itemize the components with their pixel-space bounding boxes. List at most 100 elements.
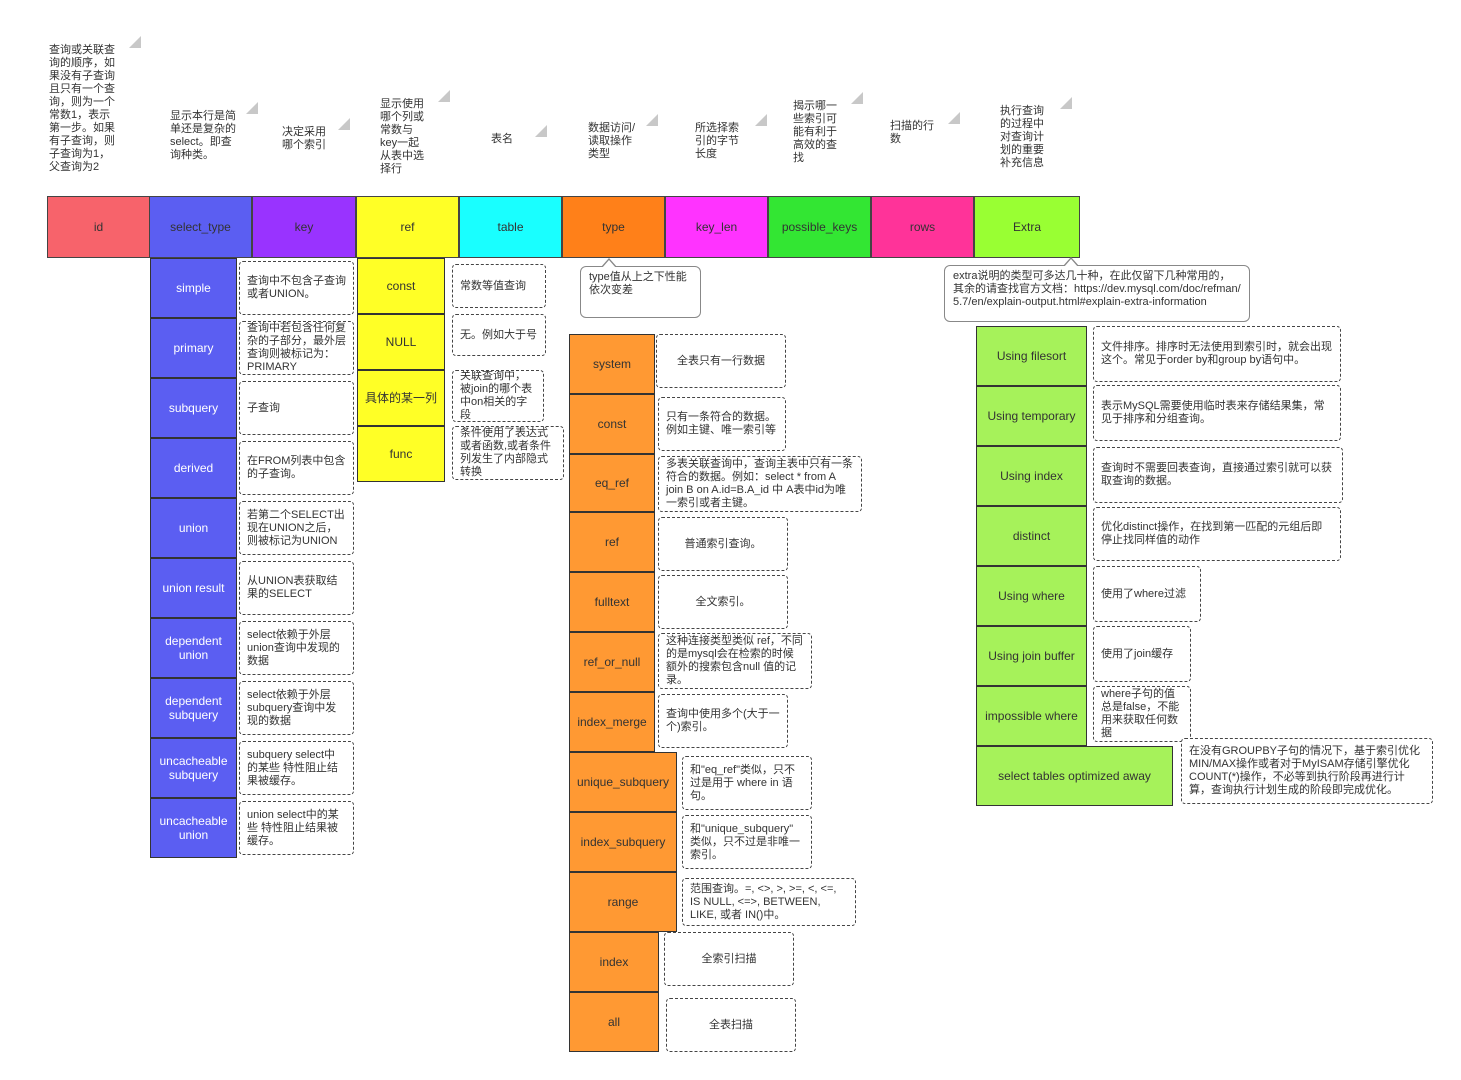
select-type-cell: union xyxy=(150,498,237,558)
type-cell: index xyxy=(569,932,659,992)
select-type-cell: dependent subquery xyxy=(150,678,237,738)
select-type-cell: union result xyxy=(150,558,237,618)
select-type-desc: 子查询 xyxy=(239,381,354,435)
header-extra-label: Extra xyxy=(1012,220,1041,234)
header-type-label: type xyxy=(602,220,625,234)
extra-desc: 优化distinct操作，在找到第一匹配的元组后即停止找同样值的动作 xyxy=(1093,507,1341,561)
note-rows: 扫描的行数 xyxy=(890,112,960,146)
header-possible-keys-label: possible_keys xyxy=(781,220,858,234)
header-extra: Extra xyxy=(974,196,1080,258)
extra-cell: Using index xyxy=(976,446,1087,506)
type-cell: system xyxy=(569,334,655,394)
type-desc: 范围查询。=, <>, >, >=, <, <=, IS NULL, <=>, … xyxy=(682,878,856,926)
ref-cell: 具体的某一列 xyxy=(357,370,445,426)
extra-cell: impossible where xyxy=(976,686,1087,746)
extra-desc: 使用了join缓存 xyxy=(1093,626,1191,682)
select-type-cell: simple xyxy=(150,258,237,318)
header-key: key xyxy=(252,196,356,258)
header-possible-keys: possible_keys xyxy=(768,196,871,258)
type-cell: fulltext xyxy=(569,572,655,632)
select-type-desc: select依赖于外层subquery查询中发现的数据 xyxy=(239,681,354,735)
header-key-label: key xyxy=(294,220,314,234)
header-id: id xyxy=(47,196,150,258)
extra-callout: extra说明的类型可多达几十种，在此仅留下几种常用的，其余的请查找官方文档：h… xyxy=(944,257,1250,322)
ref-desc: 关联查询中，被join的哪个表中on相关的字段 xyxy=(452,370,544,422)
header-table-label: table xyxy=(497,220,524,234)
type-desc: 全索引扫描 xyxy=(664,932,794,986)
select-type-desc: subquery select中的某些 特性阻止结果被缓存。 xyxy=(239,741,354,795)
header-ref-label: ref xyxy=(400,220,415,234)
select-type-cell: uncacheable subquery xyxy=(150,738,237,798)
ref-desc: 条件使用了表达式或者函数,或者条件列发生了内部隐式转换 xyxy=(452,426,564,480)
header-id-label: id xyxy=(93,220,104,234)
note-key-len: 所选择索引的字节长度 xyxy=(695,114,767,161)
type-cell: index_subquery xyxy=(569,812,677,872)
select-type-desc: select依赖于外层union查询中发现的数据 xyxy=(239,621,354,675)
note-select-type: 显示本行是简单还是复杂的select。即查询种类。 xyxy=(170,102,258,162)
type-cell: index_merge xyxy=(569,692,655,752)
type-desc: 查询中使用多个(大于一个)索引。 xyxy=(658,694,788,748)
header-select-type-label: select_type xyxy=(170,220,231,234)
type-desc: 全表只有一行数据 xyxy=(656,334,786,388)
extra-cell: distinct xyxy=(976,506,1087,566)
extra-cell: select tables optimized away xyxy=(976,746,1173,806)
select-type-desc: 在FROM列表中包含的子查询。 xyxy=(239,441,354,495)
extra-desc: 文件排序。排序时无法使用到索引时，就会出现这个。常见于order by和grou… xyxy=(1093,326,1341,382)
ref-cell: NULL xyxy=(357,314,445,370)
type-desc: 全文索引。 xyxy=(658,575,788,629)
note-table: 表名 xyxy=(491,125,547,146)
select-type-desc: union select中的某些 特性阻止结果被缓存。 xyxy=(239,801,354,855)
extra-cell: Using join buffer xyxy=(976,626,1087,686)
type-cell: all xyxy=(569,992,659,1052)
note-possible-keys: 揭示哪一些索引可能有利于高效的查找 xyxy=(793,92,863,165)
select-type-desc: 若第二个SELECT出现在UNION之后，则被标记为UNION xyxy=(239,501,354,555)
select-type-desc: 查询中不包含子查询或者UNION。 xyxy=(239,261,354,315)
header-ref: ref xyxy=(356,196,459,258)
extra-desc: 查询时不需要回表查询，直接通过索引就可以获取查询的数据。 xyxy=(1093,447,1343,503)
type-desc: 全表扫描 xyxy=(666,998,796,1052)
extra-cell: Using temporary xyxy=(976,386,1087,446)
select-type-cell: subquery xyxy=(150,378,237,438)
type-cell: eq_ref xyxy=(569,454,655,512)
select-type-cell: uncacheable union xyxy=(150,798,237,858)
note-id: 查询或关联查询的顺序，如果没有子查询且只有一个查询，则为一个常数1，表示第一步。… xyxy=(49,36,141,174)
note-extra: 执行查询的过程中对查询计划的重要补充信息 xyxy=(1000,97,1072,170)
extra-cell: Using filesort xyxy=(976,326,1087,386)
type-desc: 普通索引查询。 xyxy=(658,517,788,571)
header-key-len: key_len xyxy=(665,196,768,258)
ref-cell: const xyxy=(357,258,445,314)
header-rows-label: rows xyxy=(909,220,936,234)
type-callout: type值从上之下性能依次变差 xyxy=(580,258,701,318)
type-desc: 多表关联查询中，查询主表中只有一条符合的数据。例如：select * from … xyxy=(658,456,862,512)
note-type: 数据访问/读取操作类型 xyxy=(588,114,658,161)
note-key: 决定采用哪个索引 xyxy=(282,118,350,152)
type-desc: 和"eq_ref"类似，只不过是用于 where in 语句。 xyxy=(682,756,812,810)
ref-desc: 无。例如大于号 xyxy=(452,314,546,356)
type-cell: const xyxy=(569,394,655,454)
header-type: type xyxy=(562,196,665,258)
type-cell: ref_or_null xyxy=(569,632,655,692)
type-desc: 只有一条符合的数据。例如主键、唯一索引等 xyxy=(658,397,786,451)
extra-desc: where子句的值总是false，不能用来获取任何数据 xyxy=(1093,686,1191,742)
header-select-type: select_type xyxy=(149,196,252,258)
select-type-cell: dependent union xyxy=(150,618,237,678)
type-cell: range xyxy=(569,872,677,932)
extra-cell: Using where xyxy=(976,566,1087,626)
ref-cell: func xyxy=(357,426,445,482)
header-table: table xyxy=(459,196,562,258)
select-type-cell: derived xyxy=(150,438,237,498)
header-key-len-label: key_len xyxy=(695,220,738,234)
type-desc: 和"unique_subquery" 类似，只不过是非唯一索引。 xyxy=(682,815,812,869)
type-cell: ref xyxy=(569,512,655,572)
select-type-desc: 从UNION表获取结果的SELECT xyxy=(239,561,354,615)
type-desc: 这种连接类型类似 ref，不同的是mysql会在检索的时候额外的搜索包含null… xyxy=(658,633,812,689)
header-rows: rows xyxy=(871,196,974,258)
extra-desc: 在没有GROUPBY子句的情况下，基于索引优化MIN/MAX操作或者对于MyIS… xyxy=(1181,738,1433,804)
select-type-desc: 查询中若包含任何复杂的子部分，最外层查询则被标记为：PRIMARY xyxy=(239,321,354,375)
extra-desc: 使用了where过滤 xyxy=(1093,566,1201,622)
select-type-cell: primary xyxy=(150,318,237,378)
note-ref: 显示使用哪个列或常数与key一起从表中选择行 xyxy=(380,90,450,176)
extra-desc: 表示MySQL需要使用临时表来存储结果集，常见于排序和分组查询。 xyxy=(1093,385,1341,441)
ref-desc: 常数等值查询 xyxy=(452,264,546,308)
type-cell: unique_subquery xyxy=(569,752,677,812)
